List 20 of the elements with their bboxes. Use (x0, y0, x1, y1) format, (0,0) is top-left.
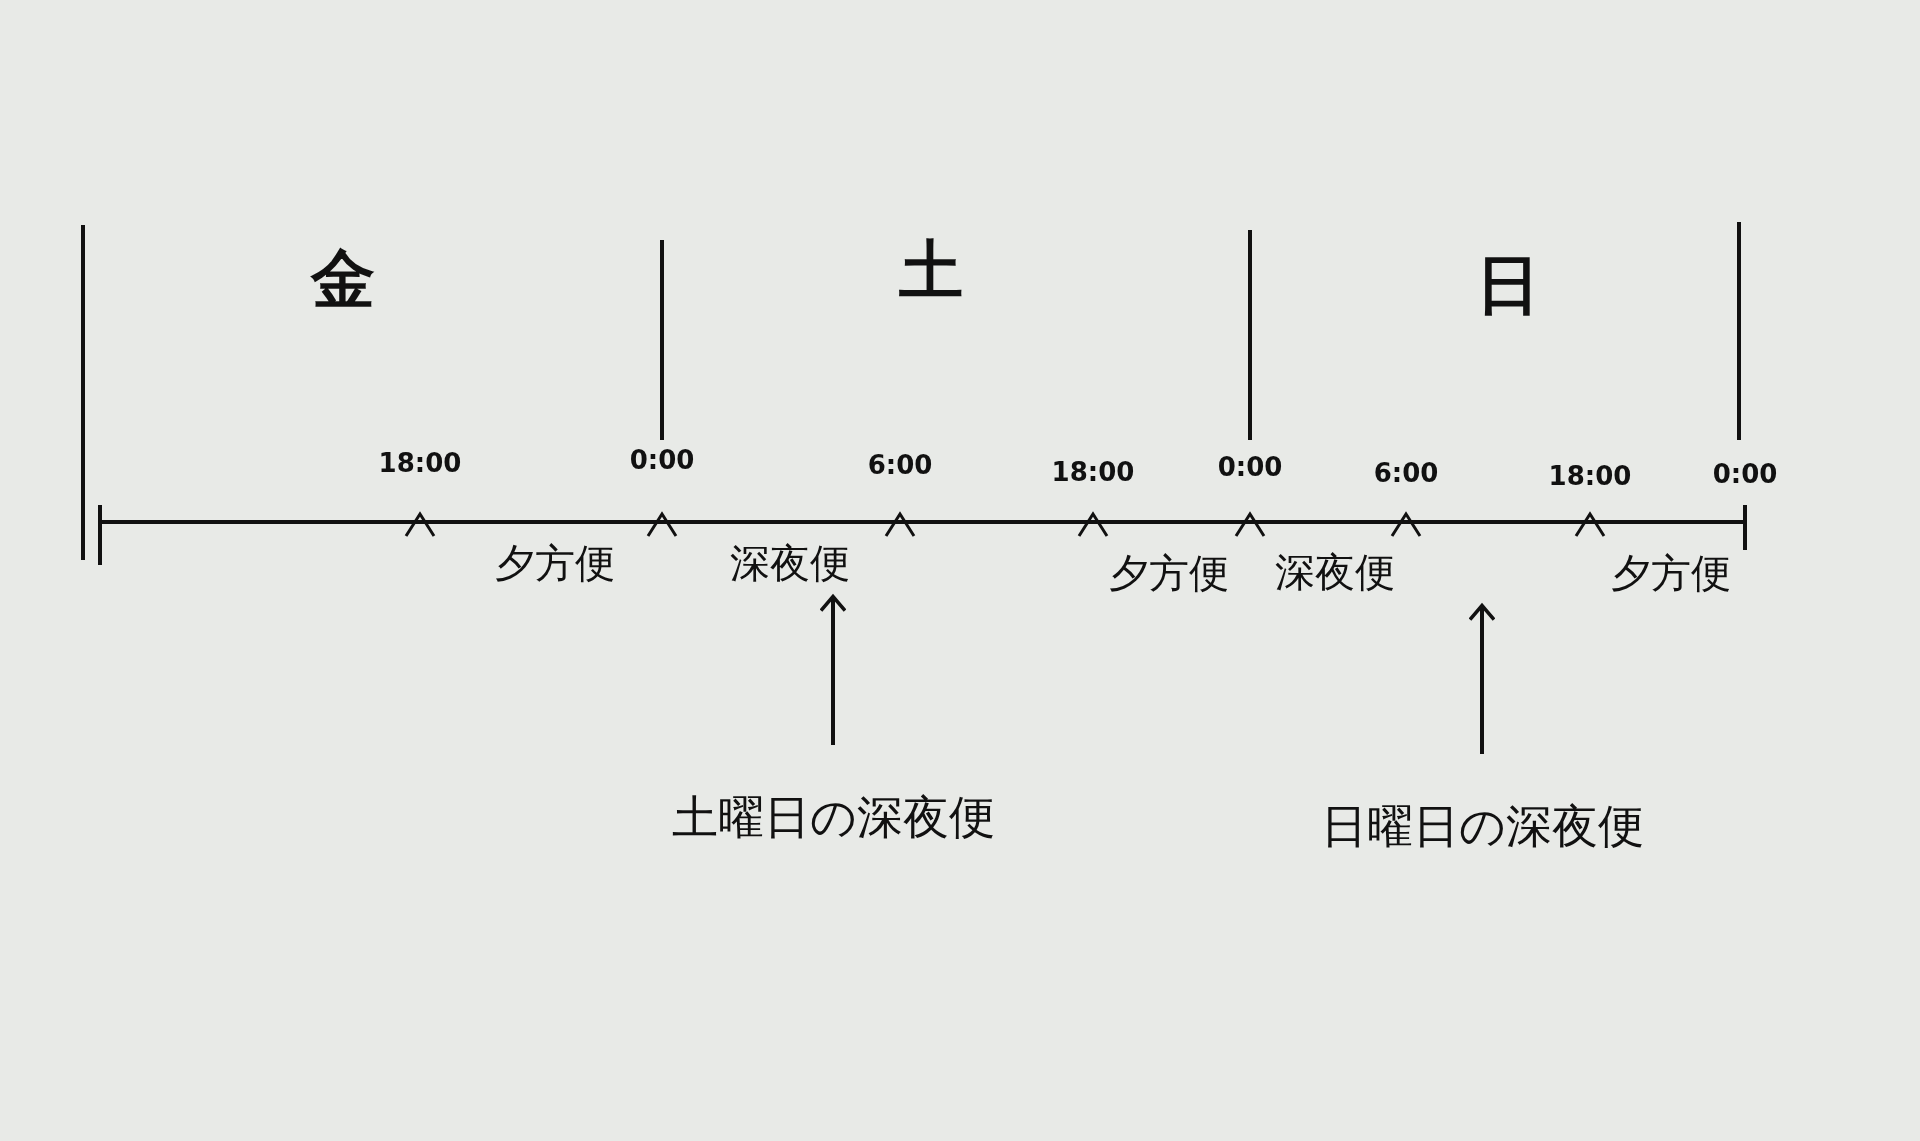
time-label: 6:00 (1373, 458, 1439, 488)
segment-label: 深夜便 (726, 533, 854, 593)
time-label: 0:00 (1712, 459, 1778, 489)
time-label: 18:00 (378, 448, 462, 478)
day-label: 土 (899, 231, 963, 309)
segment-label: 夕方便 (1611, 548, 1731, 598)
day-label: 金 (311, 240, 375, 318)
day-label: 日 (1476, 246, 1540, 324)
arrow (1468, 603, 1496, 754)
time-label: 0:00 (629, 445, 695, 475)
segment-label: 夕方便 (1109, 548, 1229, 598)
time-label: 0:00 (1217, 452, 1283, 482)
time-label: 18:00 (1548, 461, 1632, 491)
time-label: 18:00 (1051, 457, 1135, 487)
segment-label: 夕方便 (495, 538, 615, 588)
arrow (819, 594, 847, 745)
segment-label: 深夜便 (1271, 542, 1399, 602)
time-label: 6:00 (867, 450, 933, 480)
caption-text: 土曜日の深夜便 (667, 785, 999, 851)
caption-text: 日曜日の深夜便 (1316, 794, 1648, 860)
